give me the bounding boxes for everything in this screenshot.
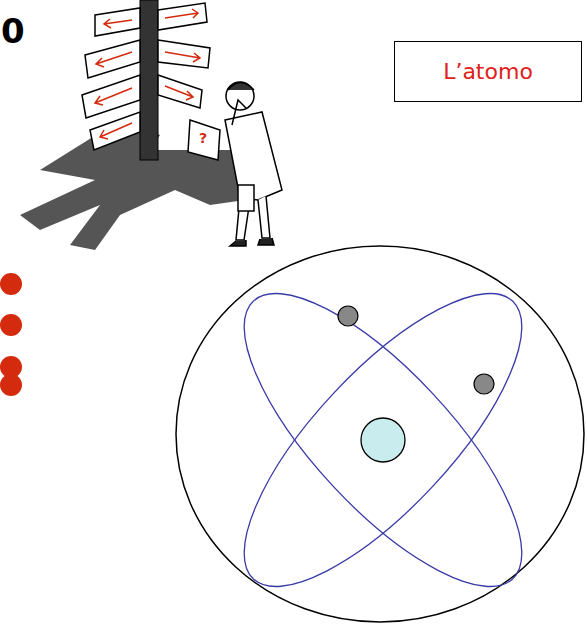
- signpost: [140, 0, 158, 160]
- nucleus: [361, 418, 405, 462]
- sign-arrows: [95, 9, 200, 139]
- shadow: [20, 120, 250, 250]
- title-box: L’atomo: [394, 41, 582, 102]
- electron: [338, 306, 358, 326]
- atom-outline: [176, 246, 584, 622]
- electron: [474, 374, 494, 394]
- sign-mark: ?: [199, 131, 207, 145]
- signs: [82, 3, 220, 160]
- bullets: [0, 273, 22, 396]
- orbits: [204, 255, 563, 625]
- person: [225, 82, 282, 246]
- slide-number: 0: [1, 14, 25, 48]
- box-title: L’atomo: [443, 59, 533, 84]
